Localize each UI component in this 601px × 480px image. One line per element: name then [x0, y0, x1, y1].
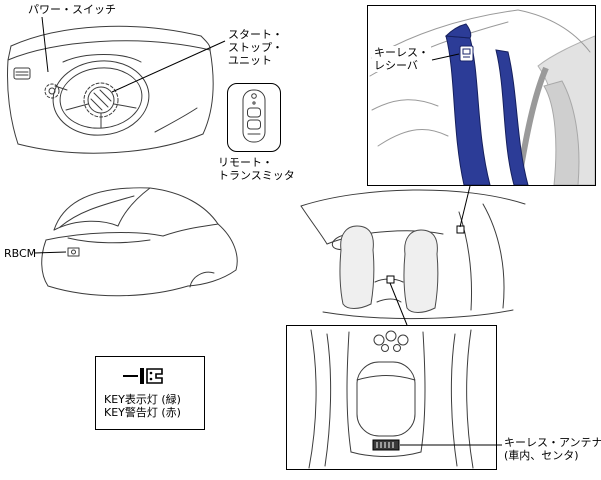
keyless-antenna-component	[372, 439, 400, 451]
passenger-seat	[403, 229, 439, 313]
keyless-receiver-box	[367, 5, 596, 186]
steering-wheel	[52, 60, 150, 136]
start-stop-unit-label: スタート・ ストップ・ ユニット	[228, 28, 283, 67]
key-indicator-box: KEY表示灯 (緑) KEY警告灯 (赤)	[95, 356, 205, 430]
console-illustration	[308, 329, 474, 469]
rbcm-component	[67, 247, 80, 257]
rbcm-label: RBCM	[4, 247, 37, 260]
pillar-trim-highlight	[444, 23, 529, 185]
start-stop-callout-circle	[83, 82, 119, 118]
keyless-receiver-icon	[459, 45, 474, 62]
pillar-illustration	[369, 9, 595, 185]
keyless-antenna-box	[286, 325, 497, 470]
receiver-location-marker	[456, 225, 465, 234]
remote-transmitter-box	[227, 83, 281, 152]
trunk-illustration	[38, 180, 243, 313]
car-interior-illustration	[283, 172, 535, 324]
dashboard-illustration	[5, 12, 220, 162]
key-warning-label: KEY警告灯 (赤)	[104, 406, 181, 419]
remote-transmitter-label: リモート・ トランスミッタ	[218, 156, 295, 182]
key-indicator-icon	[123, 368, 163, 384]
keyless-receiver-label: キーレス・ レシーバ	[372, 46, 431, 72]
key-fob-illustration	[242, 89, 266, 143]
keyless-antenna-label: キーレス・アンテナ (車内、センタ)	[504, 436, 601, 462]
driver-seat	[339, 225, 375, 309]
antenna-location-marker	[386, 275, 395, 284]
power-switch-label: パワー・スイッチ	[28, 3, 116, 16]
power-switch-button	[44, 83, 60, 99]
key-indicator-label: KEY表示灯 (緑) KEY警告灯 (赤)	[104, 393, 181, 419]
